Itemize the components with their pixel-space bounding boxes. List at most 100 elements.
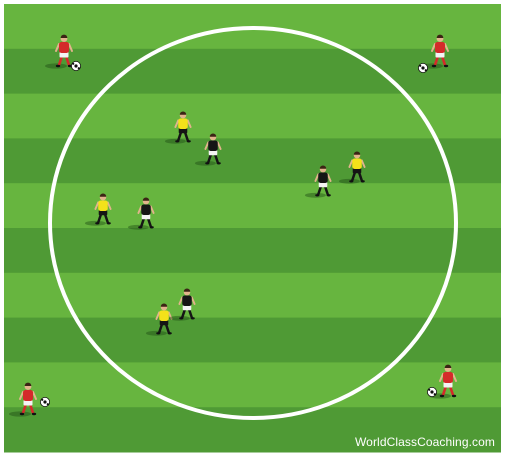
player-yellow-icon [84, 193, 112, 226]
pitch-stripe [4, 407, 501, 453]
player-black-icon [127, 197, 155, 230]
player-arm [94, 201, 100, 210]
player-shorts [352, 168, 362, 174]
watermark: WorldClassCoaching.com [354, 435, 495, 449]
player-boot [31, 412, 37, 416]
player-leg [187, 307, 193, 319]
player-arm [190, 296, 196, 305]
ball-patch [430, 390, 434, 394]
player-shirt [98, 200, 108, 211]
player-boot [138, 226, 143, 229]
player-arm [19, 391, 24, 400]
pitch-stripes [4, 4, 501, 453]
player-arm [32, 391, 37, 400]
player-leg [207, 152, 213, 164]
player-leg [351, 170, 357, 182]
player-yellow-icon [145, 303, 173, 336]
player-boot [179, 317, 184, 320]
player-arm [186, 119, 192, 128]
player-arm [155, 311, 161, 320]
ball-patch [46, 403, 49, 406]
player-leg [158, 322, 164, 334]
player-arm [216, 141, 222, 150]
player-hair [319, 165, 327, 169]
player-arm [444, 43, 449, 52]
player-boot [360, 180, 365, 183]
player-shorts [59, 52, 69, 58]
player-hair [142, 197, 150, 201]
player-black-icon [168, 288, 196, 321]
player-red-icon [45, 34, 73, 69]
player-shirt [443, 372, 453, 383]
player-arm [55, 43, 60, 52]
player-arm [439, 373, 444, 382]
player-red-icon [9, 382, 37, 417]
player-hair [160, 303, 168, 307]
ball-patch [72, 62, 75, 65]
pitch-stripe [4, 138, 501, 184]
player-hair [179, 111, 187, 115]
player-hair [436, 34, 444, 38]
player-arm [348, 159, 354, 168]
player-shorts [159, 320, 169, 326]
player-arm [106, 201, 112, 210]
player-leg [103, 212, 109, 224]
pitch-stripe [4, 93, 501, 139]
player-boot [349, 180, 354, 183]
player-hair [99, 193, 107, 197]
soccer-ball-icon [418, 63, 428, 73]
pitch-stripe [4, 48, 501, 95]
player-hair [24, 382, 32, 386]
soccer-ball-icon [40, 397, 50, 407]
ball-patch [424, 69, 427, 72]
player-arm [360, 159, 366, 168]
player-leg [317, 184, 323, 196]
player-shirt [352, 158, 362, 169]
player-hair [183, 288, 191, 292]
player-hair [60, 34, 68, 38]
player-arm [137, 205, 143, 214]
player-arm [431, 43, 436, 52]
ball-patch [77, 67, 80, 70]
player-arm [149, 205, 155, 214]
player-shirt [59, 42, 69, 53]
ball-patch [428, 388, 431, 391]
player-boot [149, 226, 154, 229]
player-shorts [98, 210, 108, 216]
player-arm [167, 311, 173, 320]
player-leg [146, 216, 152, 228]
player-boot [167, 332, 172, 335]
player-shorts [178, 128, 188, 134]
player-boot [431, 64, 437, 68]
player-arm [178, 296, 184, 305]
player-yellow-icon [164, 111, 192, 144]
player-boot [175, 140, 180, 143]
players-layer [9, 34, 457, 417]
ball-patch [74, 64, 78, 68]
pitch-stripe [4, 228, 501, 274]
player-shorts [318, 182, 328, 188]
player-hair [209, 133, 217, 137]
player-shirt [318, 172, 328, 183]
player-shorts [182, 305, 192, 311]
player-hair [353, 151, 361, 155]
player-leg [357, 170, 363, 182]
player-shirt [178, 118, 188, 129]
player-boot [205, 162, 210, 165]
player-leg [213, 152, 219, 164]
soccer-ball-icon [71, 61, 81, 71]
player-shorts [208, 150, 218, 156]
player-boot [95, 222, 100, 225]
player-black-icon [194, 133, 222, 166]
player-shorts [141, 214, 151, 220]
player-leg [323, 184, 329, 196]
pitch-stripe [4, 317, 501, 363]
player-boot [19, 412, 25, 416]
pitch-stripe [4, 362, 501, 408]
player-shorts [23, 400, 33, 406]
ball-patch [43, 400, 47, 404]
player-leg [164, 322, 170, 334]
player-shirt [208, 140, 218, 151]
player-leg [140, 216, 146, 228]
